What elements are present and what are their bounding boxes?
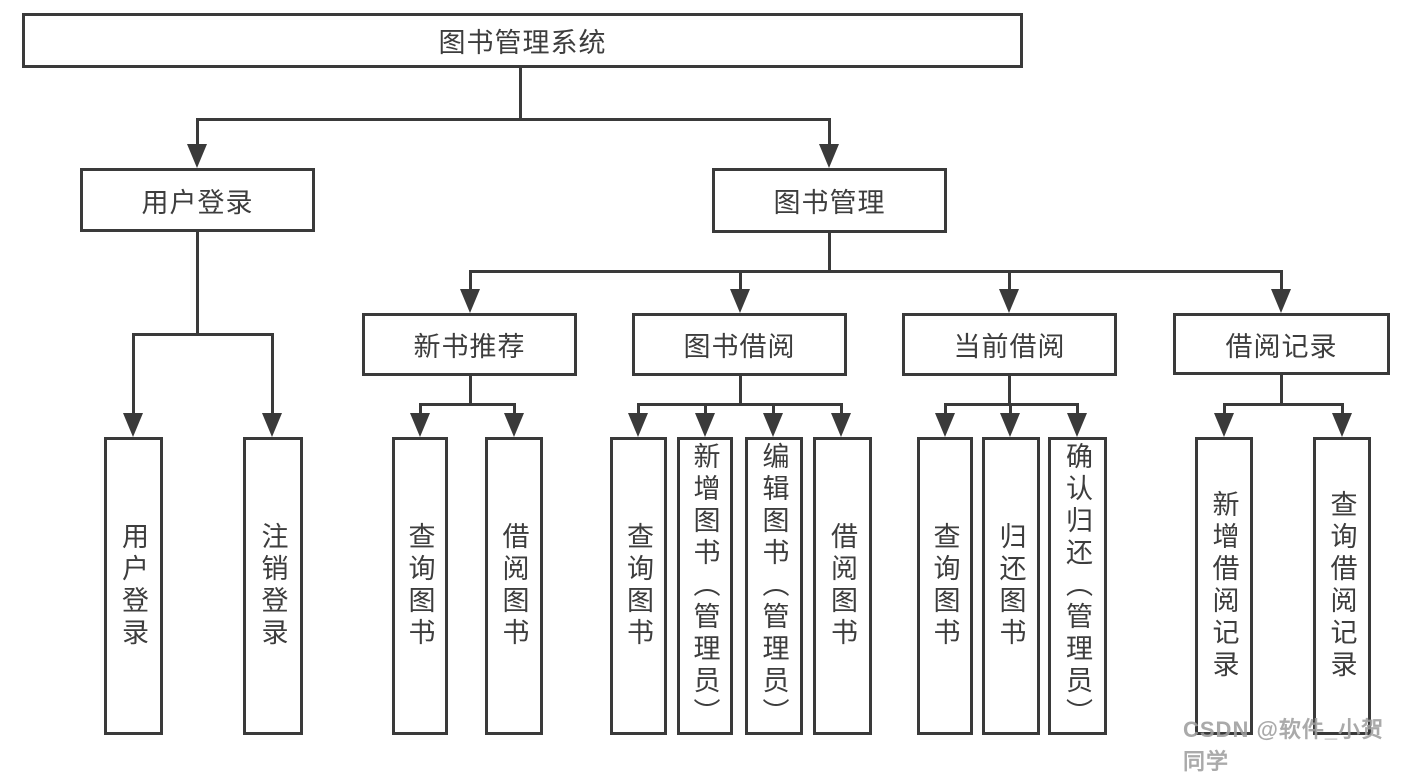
node-borrow-record: 借阅记录	[1173, 313, 1390, 375]
connector-to-leaf-user-login	[132, 333, 135, 415]
arrow-down-icon	[935, 413, 955, 437]
connector-to-leaf	[1076, 403, 1079, 415]
connector-borrow-record-stem	[1280, 375, 1283, 406]
watermark: CSDN @软件_小贺同学	[1183, 717, 1385, 774]
arrow-down-icon	[123, 413, 143, 437]
leaf-add-borrow-record: 新增借阅记录	[1195, 437, 1253, 735]
node-root: 图书管理系统	[22, 13, 1023, 68]
arrow-down-icon	[187, 144, 207, 168]
connector-root-to-book-mgmt	[828, 118, 831, 148]
arrow-down-icon	[504, 413, 524, 437]
connector-to-leaf	[704, 403, 707, 415]
connector-book-mgmt-stem	[828, 233, 831, 273]
connector-current-borrow-stem	[1008, 376, 1011, 406]
arrow-down-icon	[628, 413, 648, 437]
leaf-query-book: 查询图书	[917, 437, 973, 735]
node-user-login: 用户登录	[80, 168, 315, 232]
connector-new-book-rec-hbar	[419, 403, 515, 406]
connector-to-leaf	[1223, 403, 1226, 415]
leaf-edit-book-admin: 编辑图书（管理员）	[745, 437, 803, 735]
connector-to-leaf	[513, 403, 516, 415]
arrow-down-icon	[730, 289, 750, 313]
connector-borrow-record-hbar	[1223, 403, 1343, 406]
leaf-confirm-return-admin: 确认归还（管理员）	[1048, 437, 1107, 735]
connector-to-leaf	[944, 403, 947, 415]
connector-to-leaf	[419, 403, 422, 415]
connector-to-leaf	[637, 403, 640, 415]
leaf-borrow-book: 借阅图书	[485, 437, 543, 735]
leaf-add-book-admin: 新增图书（管理员）	[677, 437, 733, 735]
connector-to-leaf	[1341, 403, 1344, 415]
connector-to-leaf-logout	[271, 333, 274, 415]
connector-to-book-borrow	[739, 270, 742, 292]
leaf-query-book: 查询图书	[392, 437, 448, 735]
arrow-down-icon	[1214, 413, 1234, 437]
arrow-down-icon	[763, 413, 783, 437]
leaf-return-book: 归还图书	[982, 437, 1040, 735]
connector-to-current-borrow	[1008, 270, 1011, 292]
connector-new-book-rec-stem	[469, 376, 472, 406]
leaf-borrow-book: 借阅图书	[813, 437, 872, 735]
connector-to-leaf	[772, 403, 775, 415]
leaf-user-login: 用户登录	[104, 437, 163, 735]
node-new-book-rec: 新书推荐	[362, 313, 577, 376]
connector-to-leaf	[840, 403, 843, 415]
arrow-down-icon	[460, 289, 480, 313]
arrow-down-icon	[999, 289, 1019, 313]
arrow-down-icon	[410, 413, 430, 437]
connector-user-login-stem	[196, 232, 199, 335]
connector-to-leaf	[1009, 403, 1012, 415]
connector-book-mgmt-hbar	[469, 270, 1282, 273]
connector-book-borrow-hbar	[637, 403, 843, 406]
connector-root-to-user-login	[196, 118, 199, 148]
arrow-down-icon	[262, 413, 282, 437]
arrow-down-icon	[695, 413, 715, 437]
connector-book-borrow-stem	[739, 376, 742, 406]
arrow-down-icon	[1332, 413, 1352, 437]
node-book-borrow: 图书借阅	[632, 313, 847, 376]
leaf-query-book: 查询图书	[610, 437, 667, 735]
leaf-logout: 注销登录	[243, 437, 303, 735]
node-current-borrow: 当前借阅	[902, 313, 1117, 376]
leaf-query-borrow-record: 查询借阅记录	[1313, 437, 1371, 735]
arrow-down-icon	[1271, 289, 1291, 313]
connector-root-stem	[519, 68, 522, 120]
node-book-mgmt: 图书管理	[712, 168, 947, 233]
connector-user-login-hbar	[132, 333, 274, 336]
arrow-down-icon	[819, 144, 839, 168]
connector-to-new-book-rec	[469, 270, 472, 292]
connector-root-hbar	[196, 118, 831, 121]
arrow-down-icon	[1067, 413, 1087, 437]
arrow-down-icon	[1000, 413, 1020, 437]
connector-to-borrow-record	[1280, 270, 1283, 292]
arrow-down-icon	[831, 413, 851, 437]
diagram-canvas: 图书管理系统 用户登录 图书管理 新书推荐 图书借阅 当前借阅 借阅记录	[22, 13, 1390, 774]
